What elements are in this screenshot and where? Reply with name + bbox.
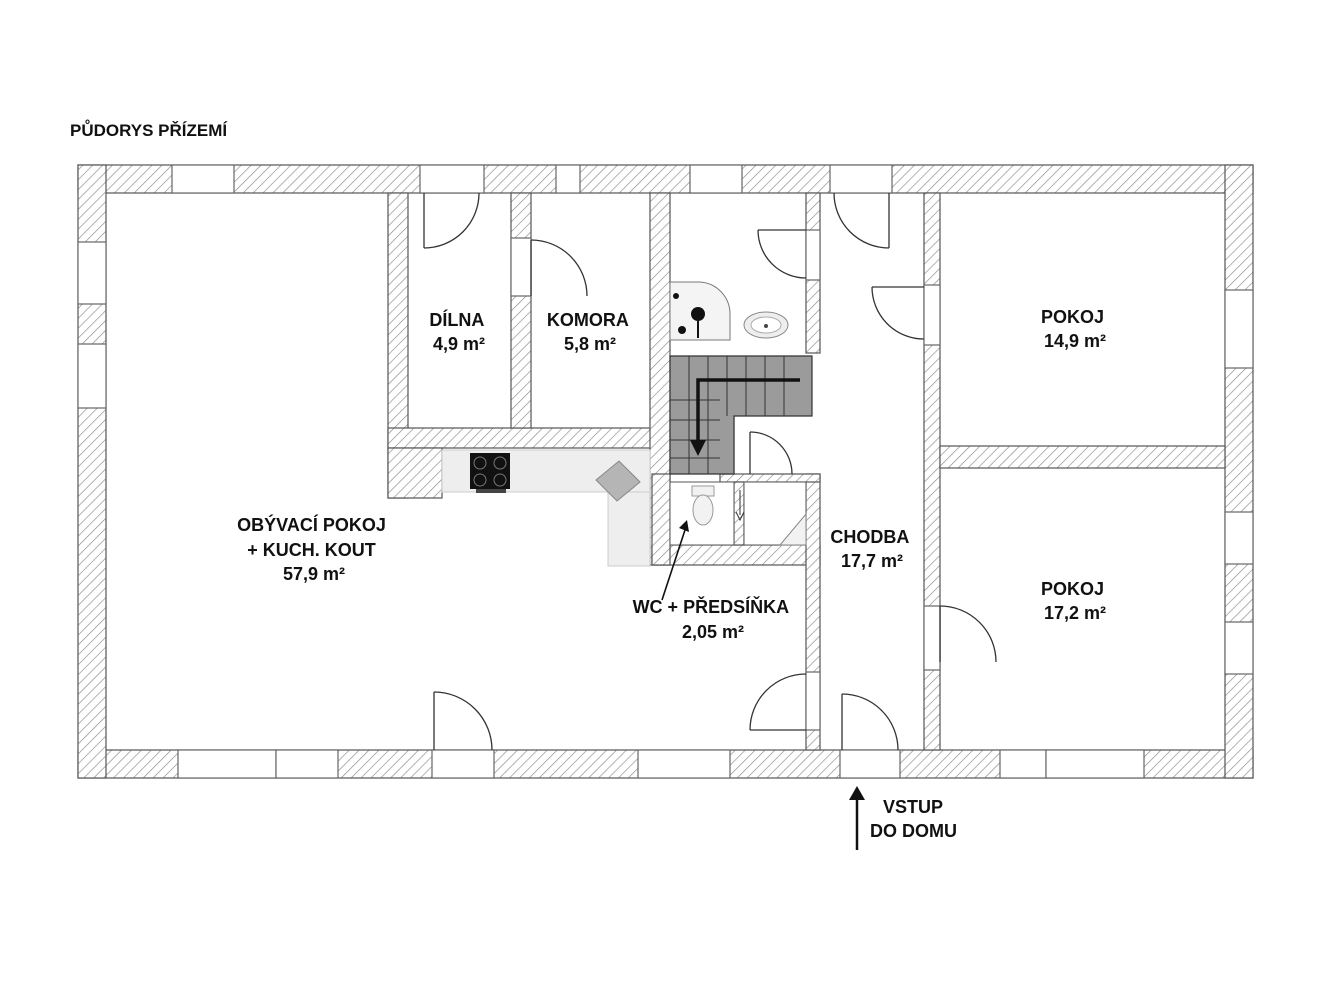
walls [77,164,1254,779]
wall-wc-top [719,473,821,483]
room-label-dilna: DÍLNA 4,9 m² [429,309,488,354]
window [77,241,107,305]
door-dilna [423,192,480,249]
door-entry-chodba [841,693,899,751]
door-chodba-wc [749,673,807,731]
door-bath [757,229,807,279]
window [177,749,277,779]
cooktop-icon [470,453,510,489]
wall-dilna-komora [510,192,532,429]
window [77,343,107,409]
door-opening [510,237,532,297]
door-living [433,691,493,751]
wc-leader-line [661,529,686,601]
window [1224,289,1254,369]
window [1045,749,1145,779]
sink-icon [595,460,641,502]
door-chodba-top [833,192,890,249]
window [1224,621,1254,675]
windows [77,164,1254,779]
corner-sink-icon [778,512,807,546]
window [171,164,235,194]
wall-kitchen-stub [387,447,443,499]
room-label-living: OBÝVACÍ POKOJ + KUCH. KOUT 57,9 m² [237,514,391,584]
door-opening [923,284,941,346]
wall-top [77,164,1254,194]
door-pokoj2 [939,605,997,663]
wall-right [1224,164,1254,779]
wall-wc-divider [733,481,745,546]
door-wc [749,431,793,475]
entrance-label: VSTUP DO DOMU [870,797,957,841]
shower-head-icon [691,307,705,321]
window [637,749,731,779]
window [1224,511,1254,565]
bathroom-fixtures [669,281,789,341]
door-opening [923,605,941,671]
entrance-opening [839,749,901,779]
door-opening [805,671,821,731]
door-opening [805,229,821,281]
window [689,164,743,194]
toilet-icon [692,494,714,526]
door-komora [530,239,588,297]
window [419,164,485,194]
room-label-pokoj-2: POKOJ 17,2 m² [1041,579,1109,623]
plan-title: PŮDORYS PŘÍZEMÍ [70,120,228,140]
wall-wc-left [651,473,671,566]
door-pokoj1 [871,286,925,340]
window [829,164,893,194]
wall-pokoj-divider [939,445,1226,469]
window [275,749,339,779]
room-label-komora: KOMORA 5,8 m² [547,310,633,354]
room-label-pokoj-1: POKOJ 14,9 m² [1041,307,1109,351]
kitchen-counter [441,449,651,567]
wc-fixtures [669,481,807,546]
wall-dilna-komora-bottom [387,427,653,449]
doors [423,192,997,751]
window [999,749,1047,779]
room-label-chodba: CHODBA 17,7 m² [830,527,913,571]
window [555,164,581,194]
room-label-wc: WC + PŘEDSÍŇKA 2,05 m² [633,596,794,642]
window [431,749,495,779]
staircase [669,355,813,475]
counter-side [607,491,651,567]
